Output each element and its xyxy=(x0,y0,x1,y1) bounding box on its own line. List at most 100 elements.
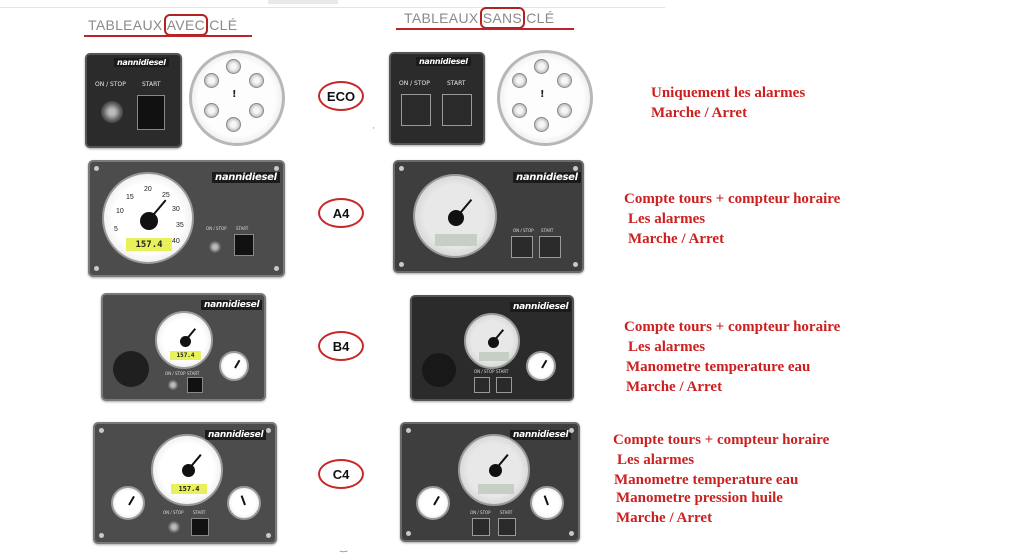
gauge-hub xyxy=(180,336,191,347)
gauge-needle xyxy=(541,359,548,369)
tick-label: 20 xyxy=(144,186,152,193)
alarm-led xyxy=(249,103,264,118)
alarm-led xyxy=(557,73,572,88)
tick-label: 35 xyxy=(176,222,184,229)
tick-label: 15 xyxy=(126,194,134,201)
brand-logo: nannidiesel xyxy=(510,302,572,312)
alarm-led xyxy=(249,73,264,88)
c4-panel-without-key: nannidiesel ON / STOP START xyxy=(400,422,580,542)
screw xyxy=(406,531,411,536)
on-stop-label: ON / STOP xyxy=(474,369,495,374)
screw xyxy=(569,428,574,433)
hour-meter-display xyxy=(435,234,477,246)
tachometer-gauge: 157.4 xyxy=(151,434,223,506)
description-line: Les alarmes xyxy=(628,339,706,355)
c4-panel-with-key: nannidiesel 157.4 ON / STOP START xyxy=(93,422,277,544)
on-stop-button[interactable] xyxy=(474,377,490,393)
description-line: Marche / Arret xyxy=(626,379,723,395)
start-label: START xyxy=(500,510,513,515)
screw xyxy=(274,166,279,171)
alarm-led xyxy=(204,103,219,118)
screw xyxy=(399,166,404,171)
header-keyword: SANS xyxy=(479,7,526,29)
alarm-led xyxy=(557,103,572,118)
start-button[interactable] xyxy=(191,518,209,536)
on-stop-label: ON / STOP xyxy=(470,510,491,515)
on-stop-button[interactable] xyxy=(401,94,431,126)
on-stop-label: ON / STOP xyxy=(513,228,534,233)
stray-mark: ‿ xyxy=(340,543,348,553)
header-underline xyxy=(84,35,252,37)
start-label: START xyxy=(496,369,509,374)
on-stop-button[interactable] xyxy=(472,518,490,536)
header-word: CLÉ xyxy=(526,10,555,26)
description-line: Manometre temperature eau xyxy=(626,359,811,375)
start-button[interactable] xyxy=(539,236,561,258)
start-label: START xyxy=(447,80,466,87)
start-button[interactable] xyxy=(496,377,512,393)
screw xyxy=(406,428,411,433)
brand-logo: nannidiesel xyxy=(205,430,267,440)
tick-label: 30 xyxy=(172,206,180,213)
description-line: Manometre temperature eau xyxy=(614,472,799,488)
gauge-hub xyxy=(182,464,195,477)
tick-label: 5 xyxy=(114,226,118,233)
screw xyxy=(573,166,578,171)
start-button[interactable] xyxy=(442,94,472,126)
ignition-key-switch[interactable] xyxy=(208,240,222,254)
stray-mark: · xyxy=(372,124,375,134)
a4-description: Compte tours + compteur horaire Les alar… xyxy=(624,189,840,249)
start-label: START xyxy=(541,228,554,233)
description-line: Compte tours + compteur horaire xyxy=(613,432,830,448)
tick-label: 25 xyxy=(162,192,170,199)
ignition-key-switch[interactable] xyxy=(167,520,181,534)
a4-panel-with-key: nannidiesel 5 10 15 20 25 30 35 40 157.4… xyxy=(88,160,285,277)
warning-icon: ! xyxy=(232,89,237,100)
header-underline xyxy=(396,28,574,30)
warning-icon: ! xyxy=(540,89,545,100)
water-temperature-gauge xyxy=(111,486,145,520)
header-word: CLÉ xyxy=(209,17,238,33)
start-button[interactable] xyxy=(498,518,516,536)
model-badge-b4: B4 xyxy=(318,331,364,361)
eco-panel-without-key: nannidiesel ON / STOP START xyxy=(389,52,485,145)
start-label: START xyxy=(193,510,206,515)
buzzer-speaker xyxy=(113,351,149,387)
tachometer-gauge xyxy=(413,174,497,258)
a4-panel-without-key: nannidiesel ON / STOP START xyxy=(393,160,584,273)
gauge-hub xyxy=(140,212,158,230)
alarm-led xyxy=(512,103,527,118)
description-line: Les alarmes xyxy=(617,452,695,468)
description-line: Les alarmes xyxy=(628,211,706,227)
screw xyxy=(99,428,104,433)
start-button[interactable] xyxy=(137,95,165,130)
gauge-hub xyxy=(489,464,502,477)
gauge-needle xyxy=(433,495,440,506)
hour-meter-display: 157.4 xyxy=(170,351,201,360)
eco-panel-with-key: nannidiesel ON / STOP START xyxy=(85,53,182,148)
water-temperature-gauge xyxy=(416,486,450,520)
brand-logo: nannidiesel xyxy=(212,172,280,183)
hour-meter-display xyxy=(478,484,514,494)
on-stop-label: ON / STOP xyxy=(165,371,186,376)
top-rule-segment xyxy=(268,0,338,4)
screw xyxy=(569,531,574,536)
start-button[interactable] xyxy=(187,377,203,393)
start-button[interactable] xyxy=(234,234,254,256)
ignition-key-switch[interactable] xyxy=(167,379,179,391)
tachometer-gauge xyxy=(458,434,530,506)
alarm-led xyxy=(534,59,549,74)
tachometer-gauge xyxy=(464,313,520,369)
eco-description: Uniquement les alarmes Marche / Arret xyxy=(651,83,805,123)
description-line: Marche / Arret xyxy=(616,510,713,526)
gauge-needle xyxy=(234,359,241,369)
alarm-led xyxy=(534,117,549,132)
model-badge-a4: A4 xyxy=(318,198,364,228)
tick-label: 40 xyxy=(172,238,180,245)
screw xyxy=(99,533,104,538)
ignition-key-switch[interactable] xyxy=(101,101,123,123)
on-stop-label: ON / STOP xyxy=(206,226,227,231)
gauge-needle xyxy=(128,495,135,506)
brand-logo: nannidiesel xyxy=(513,172,581,183)
on-stop-button[interactable] xyxy=(511,236,533,258)
